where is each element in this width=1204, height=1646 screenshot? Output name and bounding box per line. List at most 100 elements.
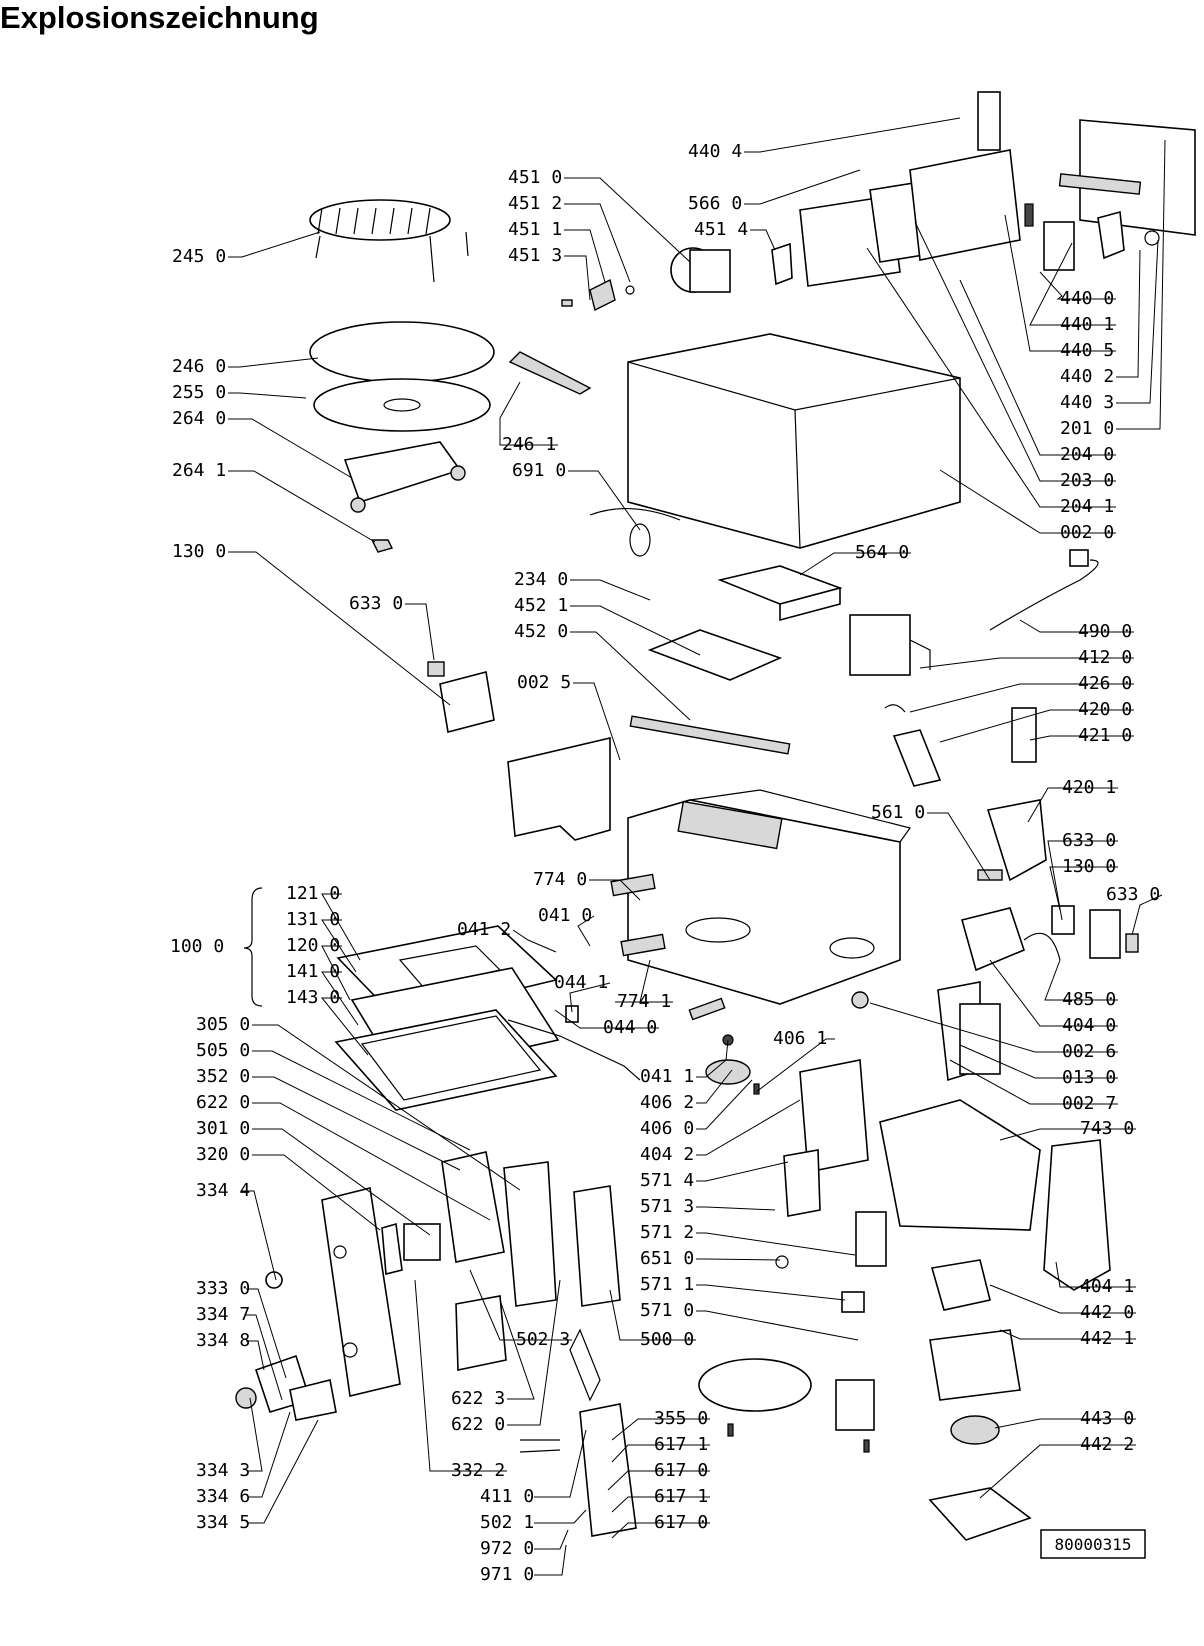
roller-wheel [350,497,366,513]
part-label-691-0: 691 0 [512,460,566,481]
washer [625,285,635,295]
leader-line [615,959,673,1003]
leader-line [696,1079,753,1130]
air-guide [799,1059,869,1173]
leader-line [696,1099,801,1156]
part-label-120-0: 120 0 [286,935,340,956]
heater-cover [647,629,783,681]
leader-line [799,552,911,576]
leader-line [405,603,435,661]
foot [851,991,869,1009]
leader-line [246,1314,283,1401]
part-label-633-0b: 633 0 [1062,830,1116,851]
cooling-fan [929,1329,1021,1401]
magnetron [961,907,1025,972]
outer-cabinet-edge [627,361,961,549]
part-drawings [235,91,1196,1541]
leader-line [321,893,361,961]
part-label-622-3: 622 3 [451,1388,505,1409]
leader-line [1044,959,1118,1001]
leader-line [242,1190,277,1281]
door-latch-rod [507,1019,641,1081]
leader-line [554,1009,659,1029]
knob-cap [265,1271,283,1289]
grill-rack-bar [335,207,341,235]
grill-rack-bar [317,207,323,235]
leader-line [1019,619,1134,633]
leader-line [577,915,595,947]
motor-screw [753,1083,760,1095]
part-label-971-0: 971 0 [480,1564,534,1585]
leader-line [744,169,861,205]
leader-line [252,1154,381,1231]
part-label-617-0b: 617 0 [654,1512,708,1533]
leader-line [228,231,321,258]
part-label-044-0: 044 0 [603,1017,657,1038]
leader-line [999,1329,1136,1340]
shield-plate [783,1149,821,1217]
part-label-404-2: 404 2 [640,1144,694,1165]
part-label-617-1a: 617 1 [654,1434,708,1455]
diode [884,704,906,713]
part-label-411-0: 411 0 [480,1486,534,1507]
part-label-743-0: 743 0 [1080,1118,1134,1139]
part-label-002-7: 002 7 [1062,1093,1116,1114]
leader-line [1029,242,1116,326]
part-label-203-0: 203 0 [1060,470,1114,491]
leader-lines [228,117,1166,1576]
part-label-440-5: 440 5 [1060,340,1114,361]
leader-line [321,919,357,973]
leader-line [469,1269,572,1341]
part-label-255-0: 255 0 [172,382,226,403]
grill-rack-bar [407,207,413,235]
part-label-041-1: 041 1 [640,1066,694,1087]
part-label-013-0: 013 0 [1062,1067,1116,1088]
leader-line [1004,214,1116,352]
grill-rack-bar [425,207,431,235]
part-label-002-6: 002 6 [1062,1041,1116,1062]
leader-line [696,1039,729,1078]
leader-line [1116,139,1166,430]
leader-line [252,1128,431,1236]
part-label-002-5: 002 5 [517,672,571,693]
leader-line [696,1258,781,1261]
clip [561,299,573,307]
part-label-451-4: 451 4 [694,219,748,240]
leader-line [534,1529,569,1550]
control-knob-hole [333,1245,347,1259]
leader-line [989,959,1118,1027]
part-label-301-0: 301 0 [196,1118,250,1139]
leader-line [979,1444,1136,1499]
part-label-421-0: 421 0 [1078,725,1132,746]
part-label-333-0: 333 0 [196,1278,250,1299]
insulator [569,1328,601,1402]
leader-line [696,1206,776,1211]
switch-a [1051,905,1075,935]
mains-cable [989,559,1099,631]
fan-motor [835,1379,875,1431]
door-outer-frame [334,1009,558,1111]
part-label-774-1: 774 1 [617,991,671,1012]
door-handle [1058,173,1142,195]
leader-line [564,255,591,301]
leader-line [927,812,991,881]
side-panel [507,736,611,841]
fuse [1011,707,1037,763]
part-label-774-0: 774 0 [533,869,587,890]
part-label-246-0: 246 0 [172,356,226,377]
part-label-451-0: 451 0 [508,167,562,188]
screw [863,1439,870,1453]
leader-line [696,1232,856,1256]
leader-line [611,1444,710,1463]
fan-mount [689,249,731,293]
part-label-651-0: 651 0 [640,1248,694,1269]
glass-plate-hub [383,398,421,412]
leader-line [866,247,1116,508]
part-label-633-0a: 633 0 [349,593,403,614]
leader-line [611,1496,710,1513]
lamp-holder [775,1255,789,1269]
leader-line [252,1076,461,1171]
leader-line [989,1284,1136,1314]
part-label-571-3: 571 3 [640,1196,694,1217]
pcb-holder [503,1161,557,1307]
